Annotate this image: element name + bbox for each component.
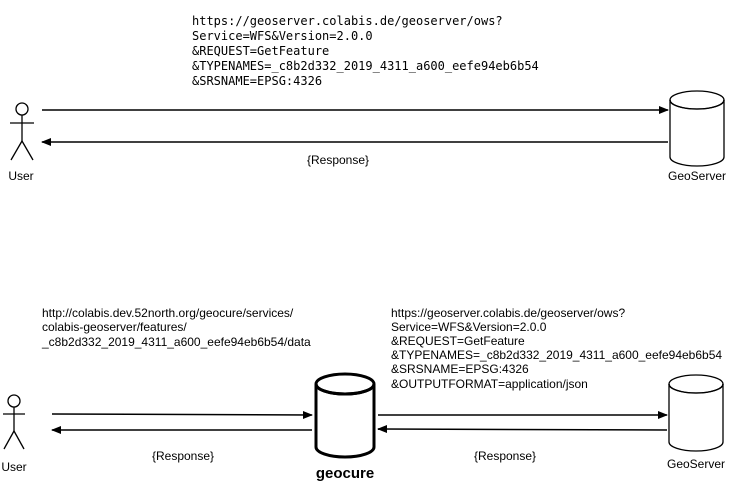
top-user-label: User bbox=[8, 169, 33, 183]
geocure-label: geocure bbox=[316, 465, 374, 481]
geocure-request-text: http://colabis.dev.52north.org/geocure/s… bbox=[41, 306, 311, 349]
bottom-response-left-label: {Response} bbox=[152, 449, 214, 463]
geoserver-to-geocure-arrow bbox=[377, 425, 668, 434]
database-icon bbox=[668, 374, 724, 452]
bottom-user-label: User bbox=[1, 460, 26, 474]
top-user-actor: User bbox=[8, 102, 34, 183]
bottom-geoserver-label: GeoServer bbox=[667, 457, 725, 471]
bottom-response-right-label: {Response} bbox=[474, 449, 536, 463]
geocure-node: geocure bbox=[314, 372, 376, 481]
user-icon bbox=[10, 102, 34, 161]
bottom-user-actor: User bbox=[1, 394, 27, 474]
geoserver-request-text: https://geoserver.colabis.de/geoserver/o… bbox=[391, 306, 725, 391]
database-icon bbox=[669, 90, 725, 167]
top-request-text: https://geoserver.colabis.de/geoserver/o… bbox=[192, 14, 546, 88]
top-geoserver-label: GeoServer bbox=[668, 169, 726, 183]
top-geoserver-node: GeoServer bbox=[668, 90, 726, 183]
database-icon bbox=[314, 372, 376, 459]
bottom-geoserver-node: GeoServer bbox=[667, 374, 725, 471]
top-response-label: {Response} bbox=[307, 153, 369, 167]
user-to-geocure-arrow bbox=[51, 410, 313, 419]
user-icon bbox=[3, 394, 25, 450]
